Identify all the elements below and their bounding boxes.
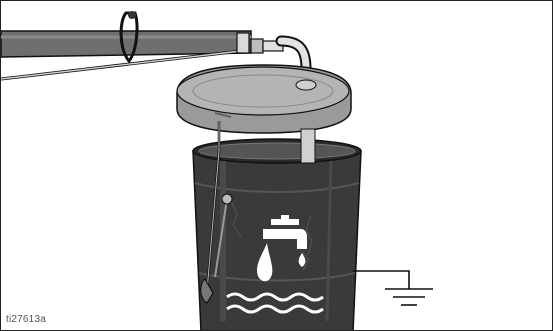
ground-symbol-icon xyxy=(353,271,433,305)
figure-id-label: ti27613a xyxy=(6,314,46,325)
drop-tube xyxy=(301,129,315,163)
pail-lid xyxy=(177,65,351,133)
